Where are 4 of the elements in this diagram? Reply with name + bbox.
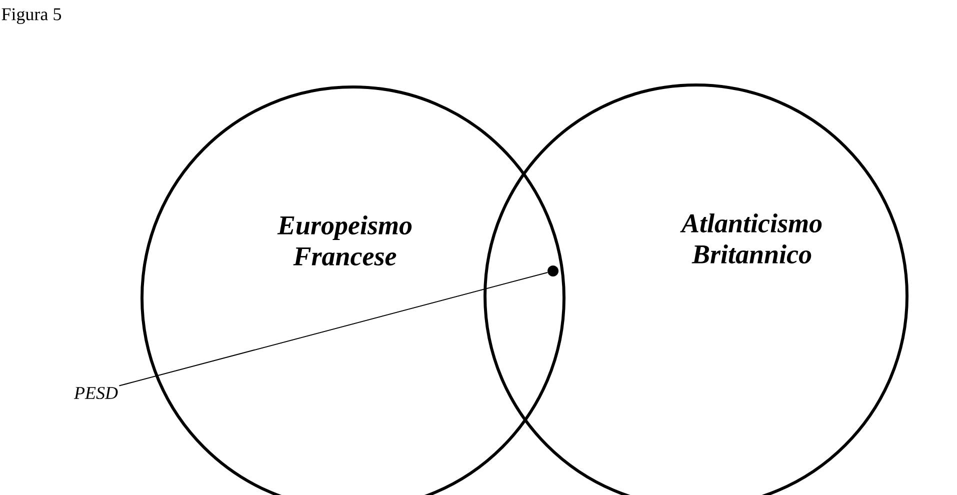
dot xyxy=(548,266,558,276)
figure-title: Figura 5 xyxy=(2,8,61,24)
leader-line xyxy=(118,272,548,386)
callout-label: PESD xyxy=(74,386,118,400)
